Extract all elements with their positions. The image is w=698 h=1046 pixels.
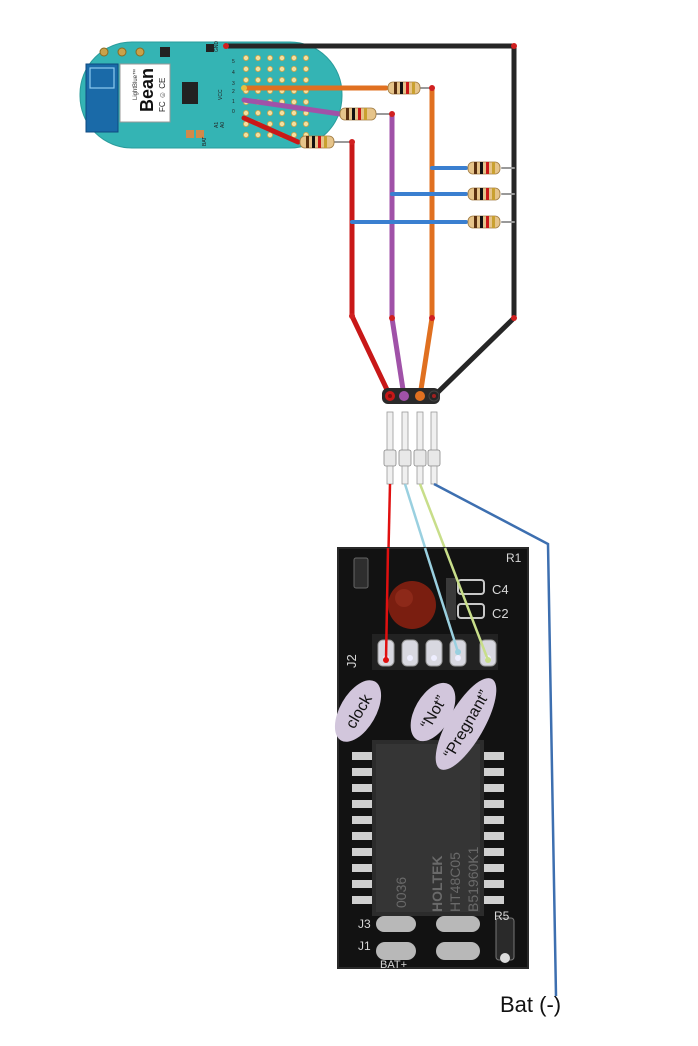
chip-code: 0036 — [393, 877, 409, 908]
purple-wire — [241, 97, 343, 117]
bat-lead-blue — [433, 482, 558, 997]
pin-header — [382, 388, 441, 485]
chip-text-model: HT48C05 — [447, 852, 463, 912]
piezo-disc — [388, 581, 436, 629]
pin-label-vcc: VCC — [218, 89, 224, 100]
pcb-lead-overlays — [384, 547, 490, 661]
bean-brand-name: Bean — [137, 68, 157, 112]
silk-j1: J1 — [358, 939, 371, 953]
resistor — [467, 215, 501, 229]
purple-wire-riser — [389, 111, 407, 399]
pin-label-2: 2 — [232, 89, 235, 95]
callout-not: “Not” — [410, 682, 456, 742]
bat-label: Bat (-) — [500, 992, 561, 1017]
silk-r1: R1 — [506, 551, 522, 565]
pcb-board: C4 C2 R1 J2 0036 HOLTEK HT48C05 B51960K1… — [337, 547, 529, 971]
pin-label-gnd: GND — [214, 41, 220, 53]
resistor — [387, 81, 421, 95]
resistors — [299, 81, 501, 229]
silk-j2: J2 — [344, 654, 359, 668]
pin-label-a1: A1 — [214, 122, 220, 128]
pin-label-bat: BAT — [202, 137, 208, 146]
silk-c4: C4 — [492, 582, 509, 597]
chip-text-lot: B51960K1 — [465, 846, 481, 912]
bean-brand-small: LightBlue™ — [132, 69, 139, 100]
resistor — [467, 187, 501, 201]
pin-label-5: 5 — [232, 59, 235, 65]
silk-c2: C2 — [492, 606, 509, 621]
pin-label-0: 0 — [232, 109, 235, 115]
gnd-wire-black — [223, 43, 517, 401]
lightblue-bean-board: LightBlue™ Bean FC ☺ CE GND 5 4 3 VCC 2 … — [79, 41, 343, 149]
silk-r5: R5 — [494, 909, 510, 923]
wire-joints — [223, 43, 517, 321]
red-wire-riser — [349, 139, 393, 399]
silk-bat: BAT+ — [380, 959, 407, 971]
pin-label-4: 4 — [232, 70, 235, 76]
pin-label-a0: A0 — [220, 122, 226, 128]
resistor — [467, 161, 501, 175]
resistor — [299, 135, 335, 149]
bean-label-sticker — [119, 63, 171, 123]
chip-text-holtek: HOLTEK — [429, 855, 445, 912]
bean-cert-marks: FC ☺ CE — [158, 78, 167, 112]
resistor — [339, 107, 377, 121]
silk-j3: J3 — [358, 917, 371, 931]
orange-wire-riser — [417, 85, 435, 399]
red-wire — [241, 115, 301, 145]
chip-icon — [182, 82, 198, 104]
pin-label-3: 3 — [232, 81, 235, 87]
pin-label-1: 1 — [232, 99, 235, 105]
